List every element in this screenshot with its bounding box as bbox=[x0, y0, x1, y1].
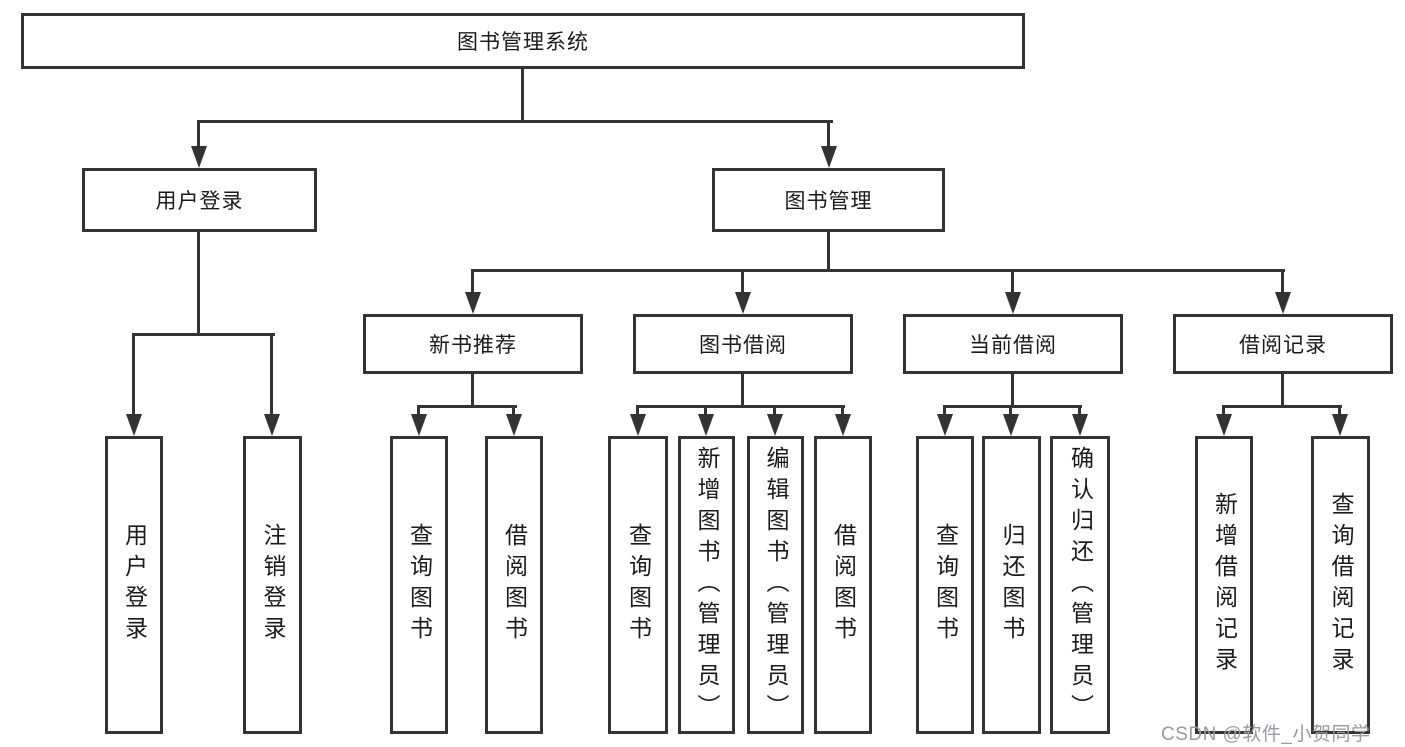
arrow-down-icon bbox=[1275, 292, 1291, 314]
arrow-down-icon bbox=[735, 292, 751, 314]
connector-nb-bus bbox=[417, 405, 517, 408]
arrow-down-icon bbox=[264, 414, 280, 436]
arrow-down-icon bbox=[937, 414, 953, 436]
arrow-down-icon bbox=[126, 414, 142, 436]
connector-cb-bus bbox=[943, 405, 1082, 408]
leaf-cb-confirm-return-admin: 确认归还（管理员） bbox=[1050, 436, 1110, 734]
leaf-bb-borrow-books: 借阅图书 bbox=[814, 436, 872, 734]
connector-root-stem bbox=[521, 69, 524, 123]
arrow-down-icon bbox=[465, 292, 481, 314]
node-user-login: 用户登录 bbox=[82, 168, 317, 232]
node-book-borrowing: 图书借阅 bbox=[633, 314, 853, 374]
connector-bb-leaf2-stem bbox=[704, 405, 707, 417]
connector-br-leaf2-stem bbox=[1338, 405, 1341, 417]
connector-bb-leaf3-stem bbox=[773, 405, 776, 417]
leaf-cb-return-books: 归还图书 bbox=[982, 436, 1041, 734]
connector-nb-leaf2-stem bbox=[512, 405, 515, 417]
connector-nb-leaf1-stem bbox=[417, 405, 420, 417]
connector-nb-down bbox=[471, 374, 474, 408]
arrow-down-icon bbox=[767, 414, 783, 436]
connector-bb-stem bbox=[741, 269, 744, 295]
connector-root-bus bbox=[197, 120, 833, 123]
node-borrowing-records: 借阅记录 bbox=[1173, 314, 1393, 374]
connector-cb-leaf2-stem bbox=[1009, 405, 1012, 417]
connector-br-leaf1-stem bbox=[1222, 405, 1225, 417]
leaf-nb-borrow-books: 借阅图书 bbox=[485, 436, 543, 734]
leaf-br-query-record: 查询借阅记录 bbox=[1311, 436, 1370, 734]
connector-bb-leaf1-stem bbox=[636, 405, 639, 417]
connector-user-login-down bbox=[197, 232, 200, 336]
arrow-down-icon bbox=[411, 414, 427, 436]
connector-cb-down bbox=[1011, 374, 1014, 408]
connector-bb-bus bbox=[636, 405, 845, 408]
leaf-bb-add-books-admin: 新增图书（管理员） bbox=[678, 436, 735, 734]
arrow-down-icon bbox=[835, 414, 851, 436]
leaf-logout: 注销登录 bbox=[243, 436, 302, 734]
leaf-user-login: 用户登录 bbox=[105, 436, 163, 734]
leaf-bb-query-books: 查询图书 bbox=[608, 436, 668, 734]
connector-cb-stem bbox=[1011, 269, 1014, 295]
arrow-down-icon bbox=[1005, 292, 1021, 314]
connector-book-mgmt-stem bbox=[827, 120, 830, 150]
arrow-down-icon bbox=[506, 414, 522, 436]
node-new-book-recommend: 新书推荐 bbox=[363, 314, 583, 374]
arrow-down-icon bbox=[1003, 414, 1019, 436]
connector-book-mgmt-bus bbox=[471, 269, 1285, 272]
arrow-down-icon bbox=[1332, 414, 1348, 436]
connector-book-mgmt-down bbox=[827, 232, 830, 272]
connector-cb-leaf1-stem bbox=[943, 405, 946, 417]
arrow-down-icon bbox=[191, 146, 207, 168]
leaf-br-add-record: 新增借阅记录 bbox=[1195, 436, 1253, 734]
arrow-down-icon bbox=[698, 414, 714, 436]
connector-cb-leaf3-stem bbox=[1078, 405, 1081, 417]
connector-br-bus bbox=[1222, 405, 1342, 408]
leaf-cb-query-books: 查询图书 bbox=[916, 436, 974, 734]
connector-bb-leaf4-stem bbox=[841, 405, 844, 417]
connector-nb-stem bbox=[471, 269, 474, 295]
connector-user-login-stem bbox=[197, 120, 200, 150]
connector-user-login-bus bbox=[132, 333, 275, 336]
connector-br-stem bbox=[1281, 269, 1284, 295]
node-root: 图书管理系统 bbox=[21, 13, 1025, 69]
connector-leaf-logout-stem bbox=[270, 333, 273, 417]
arrow-down-icon bbox=[630, 414, 646, 436]
connector-br-down bbox=[1281, 374, 1284, 408]
connector-leaf-login-stem bbox=[132, 333, 135, 417]
leaf-bb-edit-books-admin: 编辑图书（管理员） bbox=[747, 436, 804, 734]
arrow-down-icon bbox=[821, 146, 837, 168]
arrow-down-icon bbox=[1072, 414, 1088, 436]
leaf-nb-query-books: 查询图书 bbox=[390, 436, 448, 734]
node-current-borrowing: 当前借阅 bbox=[903, 314, 1123, 374]
csdn-watermark: CSDN @软件_小贺同学 bbox=[1161, 724, 1371, 745]
node-book-management: 图书管理 bbox=[712, 168, 945, 232]
arrow-down-icon bbox=[1216, 414, 1232, 436]
connector-bb-down bbox=[741, 374, 744, 408]
